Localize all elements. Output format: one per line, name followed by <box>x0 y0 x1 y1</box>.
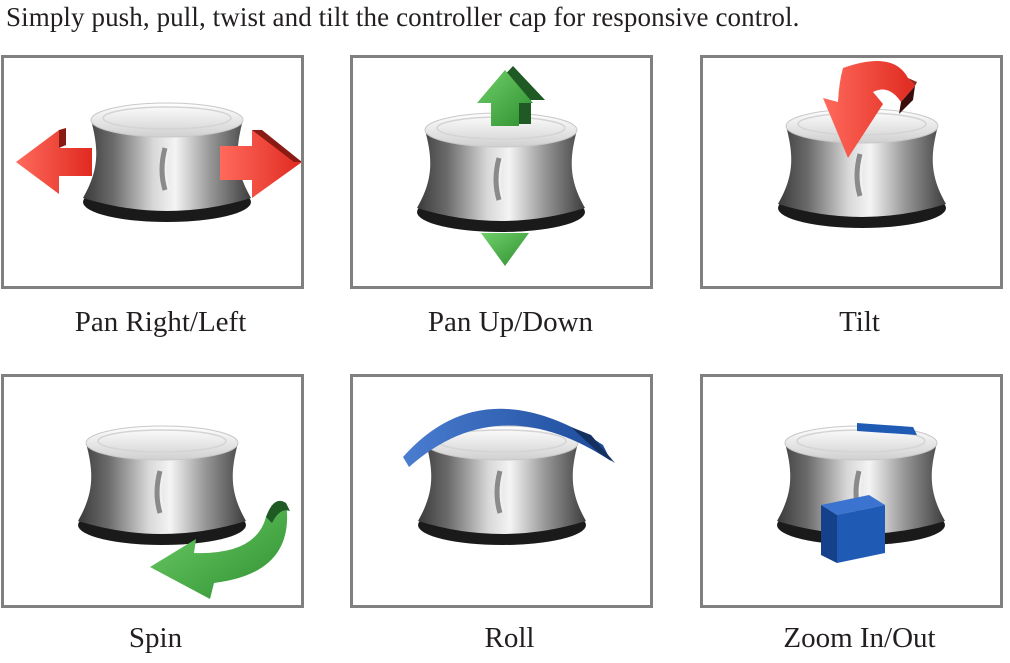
curved-down-arrow-icon <box>823 60 917 158</box>
pan-up-down-panel <box>350 55 653 289</box>
caption-zoom-in-out: Zoom In/Out <box>783 622 936 654</box>
tilt-panel <box>700 55 1003 289</box>
arc-arrow-icon <box>403 408 615 467</box>
caption-pan-right-left: Pan Right/Left <box>74 306 247 338</box>
page-title: Simply push, pull, twist and tilt the co… <box>6 2 800 32</box>
vertical-double-arrow-icon <box>477 66 545 266</box>
caption-tilt: Tilt <box>839 306 880 338</box>
spin-panel <box>1 374 304 608</box>
roll-panel <box>350 374 653 608</box>
horizontal-double-arrow-icon <box>16 128 301 198</box>
caption-spin: Spin <box>128 622 183 654</box>
zoom-in-out-panel <box>700 374 1003 608</box>
caption-pan-up-down: Pan Up/Down <box>427 306 594 338</box>
push-block-icon <box>821 423 917 563</box>
pan-right-left-panel <box>1 55 304 289</box>
curved-spin-arrow-icon <box>150 500 290 599</box>
caption-roll: Roll <box>484 622 535 654</box>
